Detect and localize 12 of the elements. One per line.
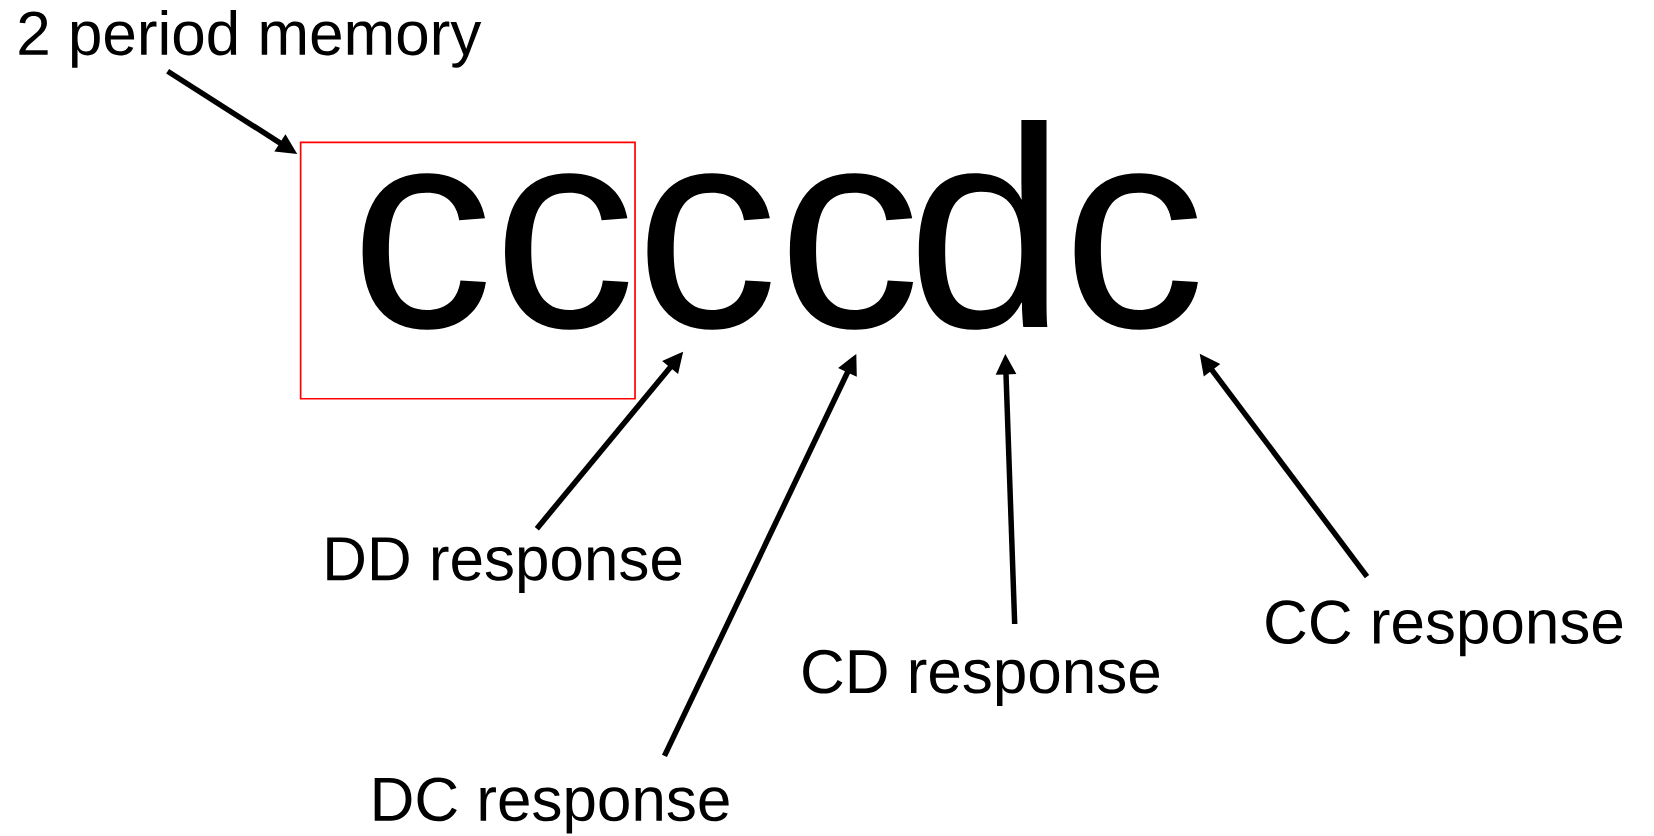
letter: c	[647, 172, 771, 330]
annotation-label: CD response	[803, 649, 1159, 706]
letter: c	[1074, 172, 1198, 330]
annotation-label: CC response	[1266, 599, 1623, 657]
annotation-label: DD response	[327, 537, 682, 593]
annotation-label: 2 period memory	[19, 9, 482, 68]
letter: d	[918, 119, 1048, 330]
letter: c	[505, 172, 629, 330]
highlight-box	[299, 141, 636, 400]
annotation-label: DC response	[374, 777, 729, 834]
letter: c	[362, 172, 486, 330]
letter: c	[789, 172, 914, 330]
